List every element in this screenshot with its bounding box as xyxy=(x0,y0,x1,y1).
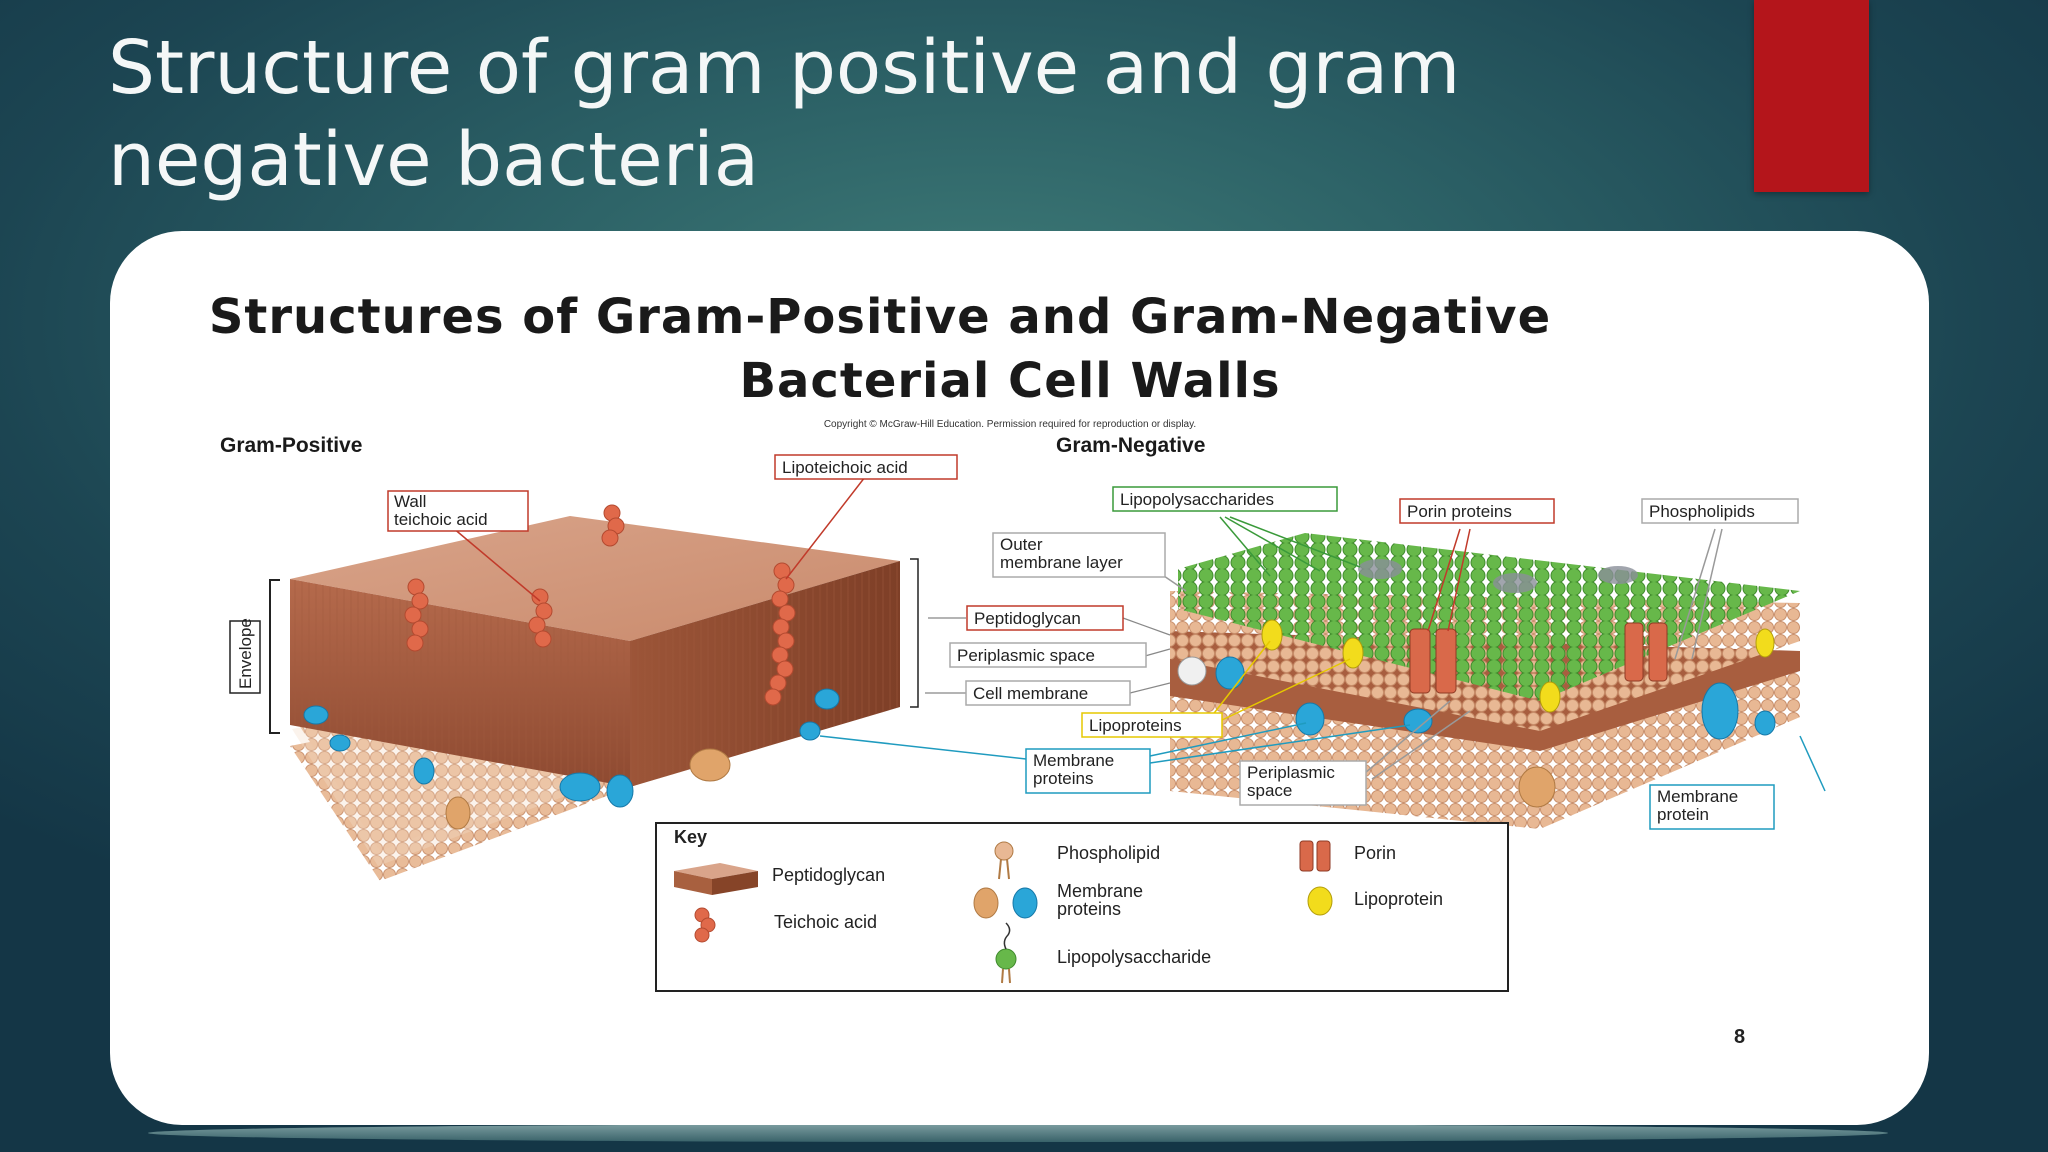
gram-positive-illustration: Envelope xyxy=(229,504,919,881)
label-wall-teichoic-acid: Wall teichoic acid xyxy=(387,490,529,532)
gram-negative-illustration xyxy=(1170,533,1800,829)
label-phospholipids: Phospholipids xyxy=(1641,498,1799,524)
figure-title-line2: Bacterial Cell Walls xyxy=(739,353,1280,409)
key-heading: Key xyxy=(674,827,707,847)
svg-text:Periplasmic space: Periplasmic space xyxy=(957,646,1095,665)
label-periplasmic-space-negative: Periplasmic space xyxy=(1239,760,1367,806)
svg-text:Lipopolysaccharides: Lipopolysaccharides xyxy=(1120,490,1274,509)
figure-card: Structures of Gram-Positive and Gram-Neg… xyxy=(110,231,1929,1125)
label-peptidoglycan: Peptidoglycan xyxy=(966,605,1124,631)
key-lipoprotein: Lipoprotein xyxy=(1354,889,1443,909)
envelope-label: Envelope xyxy=(236,618,255,689)
svg-text:Membrane: Membrane xyxy=(1033,751,1114,770)
svg-text:protein: protein xyxy=(1657,805,1709,824)
key-lipopolysaccharide: Lipopolysaccharide xyxy=(1057,947,1211,967)
label-porin-proteins: Porin proteins xyxy=(1399,498,1555,524)
label-membrane-proteins: Membrane proteins xyxy=(1025,748,1151,794)
svg-text:Lipoproteins: Lipoproteins xyxy=(1089,716,1182,735)
svg-text:Wall: Wall xyxy=(394,492,426,511)
svg-text:proteins: proteins xyxy=(1033,769,1093,788)
key-peptidoglycan: Peptidoglycan xyxy=(772,865,885,885)
label-lipoproteins: Lipoproteins xyxy=(1081,712,1223,738)
figure-title-line1: Structures of Gram-Positive and Gram-Neg… xyxy=(209,289,1551,345)
red-accent-tab xyxy=(1754,0,1869,192)
cell-wall-diagram: Structures of Gram-Positive and Gram-Neg… xyxy=(209,289,1826,1048)
svg-text:Outer: Outer xyxy=(1000,535,1043,554)
svg-text:Phospholipids: Phospholipids xyxy=(1649,502,1755,521)
label-outer-membrane-layer: Outer membrane layer xyxy=(992,532,1166,578)
key-membrane-proteins-line2: proteins xyxy=(1057,899,1121,919)
copyright-note: Copyright © McGraw-Hill Education. Permi… xyxy=(824,419,1196,430)
svg-text:Membrane: Membrane xyxy=(1657,787,1738,806)
gram-negative-heading: Gram-Negative xyxy=(1056,434,1205,457)
label-lipoteichoic-acid: Lipoteichoic acid xyxy=(774,454,958,480)
gram-positive-heading: Gram-Positive xyxy=(220,434,362,457)
page-number: 8 xyxy=(1734,1026,1745,1048)
svg-text:Cell membrane: Cell membrane xyxy=(973,684,1088,703)
slide-title: Structure of gram positive and gram nega… xyxy=(108,25,1461,203)
svg-text:Peptidoglycan: Peptidoglycan xyxy=(974,609,1081,628)
label-membrane-protein: Membrane protein xyxy=(1649,784,1775,830)
label-cell-membrane: Cell membrane xyxy=(965,680,1131,706)
label-periplasmic-space: Periplasmic space xyxy=(949,642,1147,668)
svg-text:Periplasmic: Periplasmic xyxy=(1247,763,1335,782)
card-shadow xyxy=(148,1124,1888,1142)
svg-text:space: space xyxy=(1247,781,1292,800)
key-membrane-proteins-line1: Membrane xyxy=(1057,881,1143,901)
svg-text:teichoic acid: teichoic acid xyxy=(394,510,488,529)
diagram-key: Key Peptidoglycan Teichoic acid Phosphol… xyxy=(655,822,1509,992)
key-porin: Porin xyxy=(1354,843,1396,863)
svg-text:membrane layer: membrane layer xyxy=(1000,553,1123,572)
label-lipopolysaccharides: Lipopolysaccharides xyxy=(1112,486,1338,512)
svg-text:Lipoteichoic acid: Lipoteichoic acid xyxy=(782,458,908,477)
svg-text:Porin proteins: Porin proteins xyxy=(1407,502,1512,521)
key-phospholipid: Phospholipid xyxy=(1057,843,1160,863)
key-teichoic-acid: Teichoic acid xyxy=(774,912,877,932)
